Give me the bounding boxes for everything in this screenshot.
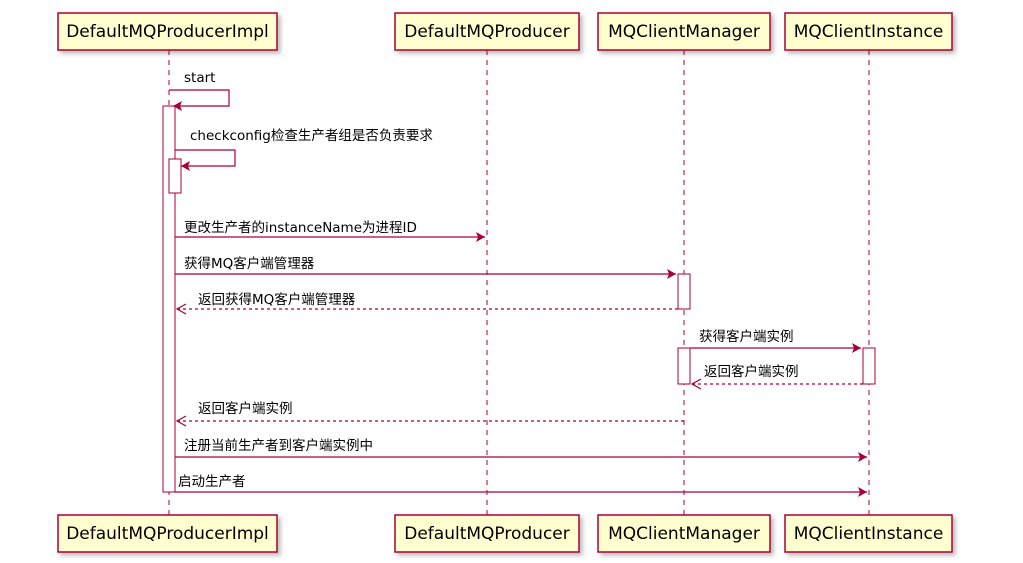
message-label: 注册当前生产者到客户端实例中 <box>184 437 373 454</box>
message-label: 获得客户端实例 <box>699 328 794 345</box>
message-label: 返回客户端实例 <box>704 363 799 380</box>
activation-manager-1 <box>677 273 691 310</box>
participant-label: DefaultMQProducerImpl <box>66 22 269 42</box>
participant-defaultmqproducerimpl-top: DefaultMQProducerImpl <box>57 12 278 51</box>
message-label: 启动生产者 <box>178 474 246 490</box>
participant-mqclientmanager-bottom: MQClientManager <box>597 514 771 553</box>
message-checkconfig: checkconfig检查生产者组是否负责要求 <box>175 128 433 171</box>
participant-defaultmqproducer-top: DefaultMQProducer <box>394 12 580 51</box>
activation-instance <box>862 347 876 385</box>
participant-label: DefaultMQProducer <box>404 22 570 42</box>
participant-label: DefaultMQProducer <box>404 524 570 544</box>
message-label: checkconfig检查生产者组是否负责要求 <box>190 128 433 144</box>
message-label: 返回客户端实例 <box>198 400 293 417</box>
participant-mqclientinstance-top: MQClientInstance <box>784 12 953 51</box>
message-return-client-instance-to-impl: 返回客户端实例 <box>175 400 684 427</box>
activation-impl-main <box>162 105 176 493</box>
message-label: 获得MQ客户端管理器 <box>184 255 315 272</box>
participant-label: DefaultMQProducerImpl <box>66 524 269 544</box>
participant-label: MQClientManager <box>608 22 760 42</box>
message-label: start <box>184 70 215 86</box>
participant-defaultmqproducer-bottom: DefaultMQProducer <box>394 514 580 553</box>
participant-defaultmqproducerimpl-bottom: DefaultMQProducerImpl <box>57 514 278 553</box>
message-start-producer: 启动生产者 <box>175 474 867 497</box>
activation-manager-2 <box>677 347 691 385</box>
message-start: start <box>169 70 230 111</box>
message-label: 更改生产者的instanceName为进程ID <box>184 220 417 236</box>
activation-impl-checkconfig <box>168 158 182 194</box>
message-return-client-manager: 返回获得MQ客户端管理器 <box>175 291 678 315</box>
message-register-producer: 注册当前生产者到客户端实例中 <box>175 437 867 462</box>
message-set-instance-name: 更改生产者的instanceName为进程ID <box>175 220 485 242</box>
participant-label: MQClientInstance <box>794 22 944 42</box>
message-get-client-manager: 获得MQ客户端管理器 <box>175 255 676 279</box>
participant-label: MQClientInstance <box>794 524 944 544</box>
participant-mqclientmanager-top: MQClientManager <box>597 12 771 51</box>
participant-mqclientinstance-bottom: MQClientInstance <box>784 514 953 553</box>
participant-label: MQClientManager <box>608 524 760 544</box>
message-label: 返回获得MQ客户端管理器 <box>198 291 356 308</box>
message-return-client-instance-to-manager: 返回客户端实例 <box>690 363 863 390</box>
message-get-client-instance: 获得客户端实例 <box>690 328 861 353</box>
